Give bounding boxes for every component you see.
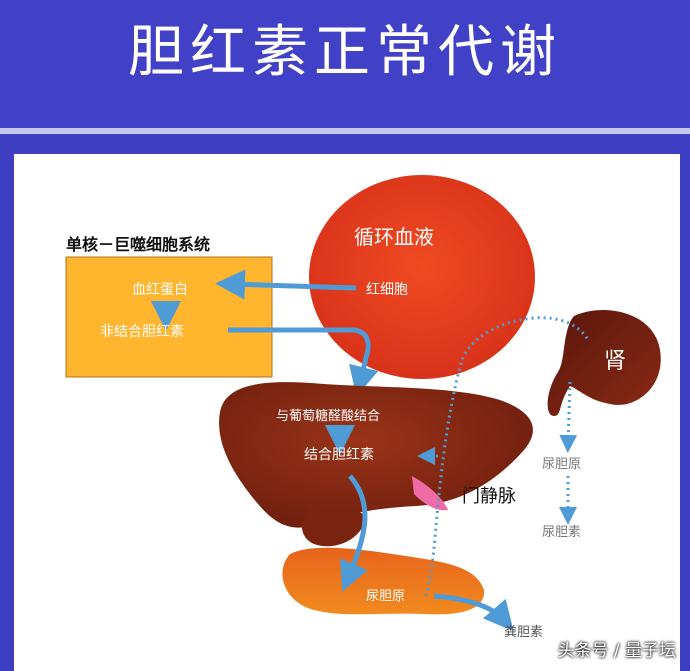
urobilinogen-intestine-label: 尿胆原 [366,589,405,604]
unconjugated-to-liver-arrow [228,327,379,397]
portal-vein-shape [412,476,448,511]
kidney-to-urine-arrow [559,381,578,453]
liver-to-intestine-arrow [340,474,368,592]
rbc-label: 红细胞 [366,282,408,298]
circulation-label: 循环血液 [354,225,434,249]
liver-lower-lobe [301,506,366,547]
mps-box [65,256,273,378]
glucuronidation-label: 与葡萄糖醛酸结合 [276,408,380,424]
liver-shape [219,382,533,528]
page-title: 胆红素正常代谢 [128,20,562,85]
diagram-panel: 单核－巨噬细胞系统 血红蛋白 非结合胆红素 循环血液 红细胞 肾 与葡萄糖醛酸结… [14,154,680,671]
urobilin-label: 尿胆素 [542,525,581,540]
circulation-sphere [309,175,535,379]
enterohepatic-dotted-path [424,316,590,597]
portal-vein-label: 门静脉 [462,486,516,507]
kidney-label: 肾 [604,349,626,374]
mps-label: 单核－巨噬细胞系统 [66,235,210,254]
unconjugated-label: 非结合胆红素 [100,324,184,340]
intestine-to-feces-arrow [433,593,514,632]
intestine-shape [282,547,485,615]
bilirubin-metabolism-diagram: 单核－巨噬细胞系统 血红蛋白 非结合胆红素 循环血液 红细胞 肾 与葡萄糖醛酸结… [65,175,661,640]
kidney-shape [547,309,661,416]
title-banner: 胆红素正常代谢 [0,0,690,128]
hemoglobin-label: 血红蛋白 [132,282,188,298]
rbc-to-hemoglobin-arrow [215,269,357,300]
title-divider [0,128,690,134]
stercobilin-label: 粪胆素 [504,625,543,640]
watermark: 头条号 / 量子坛 [557,641,676,661]
conjugated-label: 结合胆红素 [304,447,374,463]
urobilinogen-urine-label: 尿胆原 [542,457,581,472]
